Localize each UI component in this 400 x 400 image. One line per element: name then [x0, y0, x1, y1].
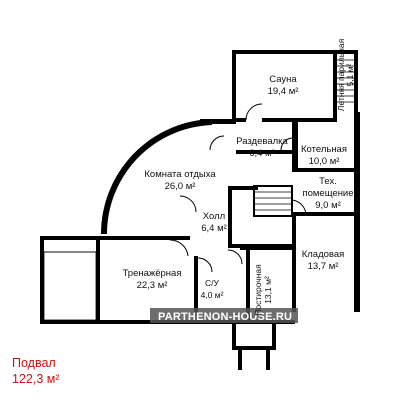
sauna-door: [236, 103, 337, 122]
staircase: [253, 185, 307, 217]
gym-name: Тренажёрная: [123, 268, 182, 279]
storage-name: Кладовая: [302, 249, 345, 260]
laundry-name: Постирочная: [253, 264, 263, 316]
sauna-area: 19,4 м²: [268, 86, 299, 97]
floor-name: Подвал: [12, 356, 56, 370]
lounge-name: Комната отдыха: [144, 169, 216, 180]
summer-room-name: Летняя парильная: [336, 38, 346, 111]
changing-area: 6,4 м²: [249, 148, 275, 159]
hall-area: 6,4 м²: [201, 223, 227, 234]
changing-room-walls: [209, 135, 294, 154]
tech-line1: Тех.: [319, 176, 337, 187]
sauna-name: Сауна: [269, 74, 297, 85]
boiler-name: Котельная: [301, 144, 347, 155]
wc-laundry-walls: [194, 246, 294, 324]
hall-name: Холл: [203, 211, 225, 222]
lounge-area: 26,0 м²: [165, 181, 196, 192]
summer-room-area: 5,1 м²: [345, 63, 355, 86]
watermark: PARTHENON-HOUSE.RU: [158, 311, 292, 323]
stair-hatching: [337, 59, 354, 103]
laundry-area: 13,1 м²: [263, 276, 273, 304]
gym-area: 22,3 м²: [137, 280, 168, 291]
wc-area: 4,0 м²: [201, 290, 224, 300]
boiler-area: 10,0 м²: [309, 156, 340, 167]
wc-name: С/У: [205, 278, 220, 288]
entrance-ramp: [232, 322, 276, 370]
right-outer-wall: [292, 112, 360, 312]
tech-line2: помещение: [302, 188, 353, 199]
storage-area: 13,7 м²: [308, 261, 339, 272]
lounge-arc-wall: [101, 119, 236, 235]
changing-name: Раздевалка: [236, 136, 288, 147]
watermark-bar: [150, 308, 298, 323]
sauna-walls: [232, 50, 358, 122]
tech-area: 9,0 м²: [315, 200, 341, 211]
floor-area: 122,3 м²: [12, 372, 60, 386]
